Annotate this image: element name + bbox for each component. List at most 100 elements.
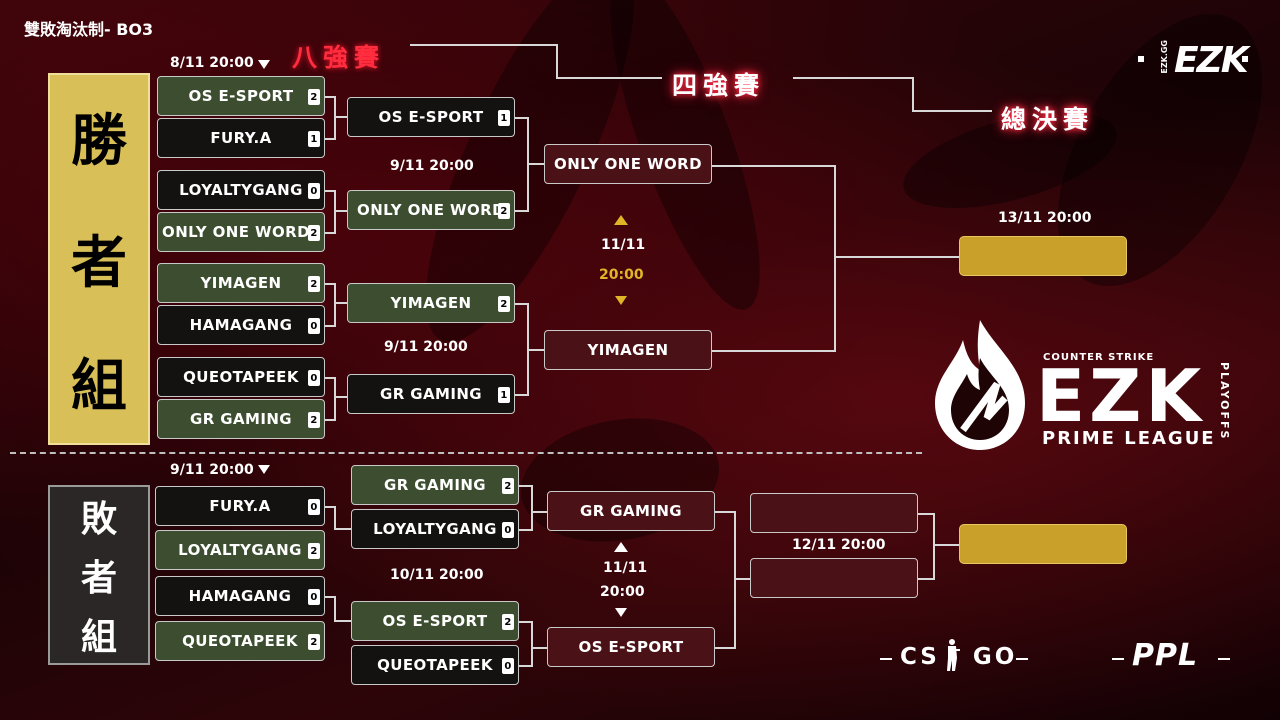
playoffs-label: PLAYOFFS bbox=[1218, 362, 1231, 441]
bracket-connector bbox=[918, 578, 934, 580]
bracket-connector bbox=[334, 396, 347, 398]
team-score: 0 bbox=[308, 183, 320, 199]
team-slot: LOYALTYGANG 0 bbox=[351, 509, 519, 549]
team-score: 2 bbox=[308, 634, 320, 650]
corner-dot-icon bbox=[1138, 56, 1144, 62]
bracket-connector bbox=[334, 596, 336, 621]
dash-icon bbox=[1112, 658, 1124, 660]
match-date: 12/11 20:00 bbox=[792, 537, 886, 553]
bracket-connector bbox=[334, 302, 347, 304]
bracket-connector bbox=[515, 394, 528, 396]
team-slot: HAMAGANG 0 bbox=[157, 305, 325, 345]
dash-icon bbox=[880, 658, 892, 660]
bracket-connector bbox=[834, 165, 836, 352]
bracket-connector bbox=[325, 232, 335, 234]
match-day: 11/11 bbox=[603, 560, 648, 576]
team-name: YIMAGEN bbox=[200, 274, 282, 292]
bracket-connector bbox=[325, 506, 335, 508]
grand-final-slot bbox=[959, 236, 1127, 276]
team-slot: GR GAMING 1 bbox=[347, 374, 515, 414]
team-score: 2 bbox=[308, 412, 320, 428]
bracket-connector bbox=[334, 506, 336, 530]
match-date: 13/11 20:00 bbox=[998, 210, 1092, 226]
stage-connector bbox=[912, 77, 914, 111]
team-score: 2 bbox=[502, 614, 514, 630]
corner-logo: EZK.GG EZK bbox=[1138, 38, 1249, 82]
bracket-connector bbox=[531, 621, 533, 667]
team-slot: YIMAGEN 2 bbox=[157, 263, 325, 303]
csgo-wordmark: CS GO bbox=[900, 644, 1018, 670]
stage-title-four: 四強賽 bbox=[672, 71, 766, 100]
team-slot: QUEOTAPEEK 0 bbox=[157, 357, 325, 397]
bracket-connector bbox=[519, 621, 532, 623]
team-name: GR GAMING bbox=[580, 502, 682, 520]
stage-connector bbox=[410, 44, 558, 46]
team-name: QUEOTAPEEK bbox=[377, 656, 493, 674]
corner-domain: EZK.GG bbox=[1160, 40, 1169, 74]
bracket-connector bbox=[715, 511, 735, 513]
stage-connector bbox=[556, 44, 558, 78]
team-slot: YIMAGEN bbox=[544, 330, 712, 370]
team-name: HAMAGANG bbox=[188, 587, 292, 605]
team-slot: FURY.A 1 bbox=[157, 118, 325, 158]
winners-label-char: 者 bbox=[71, 231, 127, 297]
bracket-connector bbox=[933, 513, 935, 580]
team-name: GR GAMING bbox=[384, 476, 486, 494]
match-date: 9/11 20:00 bbox=[170, 462, 254, 478]
match-time: 20:00 bbox=[600, 584, 645, 600]
match-date: 9/11 20:00 bbox=[390, 158, 474, 174]
stage-connector bbox=[912, 110, 992, 112]
bracket-connector bbox=[515, 210, 528, 212]
match-date: 8/11 20:00 bbox=[170, 55, 254, 71]
losers-final-slot bbox=[750, 558, 918, 598]
team-slot: QUEOTAPEEK 0 bbox=[351, 645, 519, 685]
team-slot: HAMAGANG 0 bbox=[155, 576, 325, 616]
dash-icon bbox=[1016, 658, 1028, 660]
team-slot: OS E-SPORT 2 bbox=[351, 601, 519, 641]
match-time: 20:00 bbox=[599, 267, 644, 283]
team-slot: LOYALTYGANG 2 bbox=[155, 530, 325, 570]
bracket-connector bbox=[918, 513, 934, 515]
bracket-connector bbox=[325, 596, 335, 598]
team-name: HAMAGANG bbox=[189, 316, 293, 334]
team-score: 2 bbox=[308, 225, 320, 241]
losers-final-slot bbox=[750, 493, 918, 533]
bracket-connector bbox=[325, 377, 335, 379]
team-name: LOYALTYGANG bbox=[179, 181, 303, 199]
corner-logo-text: EZK bbox=[1174, 40, 1249, 81]
corner-dot-icon bbox=[1242, 56, 1248, 62]
team-slot: GR GAMING 2 bbox=[351, 465, 519, 505]
team-slot: OS E-SPORT 2 bbox=[157, 76, 325, 116]
bracket-connector bbox=[531, 485, 533, 531]
bracket-connector bbox=[519, 529, 532, 531]
bracket-connector bbox=[334, 116, 347, 118]
stage-title-eight: 八強賽 bbox=[292, 43, 386, 72]
ppl-logo: PPL bbox=[1112, 636, 1232, 676]
team-score: 1 bbox=[308, 131, 320, 147]
bracket-connector bbox=[715, 647, 735, 649]
match-date: 10/11 20:00 bbox=[390, 567, 484, 583]
team-score: 2 bbox=[498, 296, 510, 312]
bracket-connector bbox=[515, 303, 528, 305]
bracket-connector bbox=[325, 283, 335, 285]
losers-label-char: 敗 bbox=[80, 499, 117, 541]
bracket-connector bbox=[515, 117, 528, 119]
counter-strike-label: COUNTER STRIKE bbox=[1043, 352, 1155, 363]
team-slot: ONLY ONE WORD 2 bbox=[347, 190, 515, 230]
stage-connector bbox=[556, 77, 662, 79]
bracket-divider bbox=[10, 452, 922, 454]
team-score: 2 bbox=[498, 203, 510, 219]
team-name: YIMAGEN bbox=[587, 341, 669, 359]
bracket-connector bbox=[834, 256, 960, 258]
team-score: 0 bbox=[502, 522, 514, 538]
bracket-connector bbox=[334, 210, 347, 212]
winners-label-char: 組 bbox=[71, 354, 127, 420]
bracket-connector bbox=[334, 283, 336, 327]
team-slot: ONLY ONE WORD bbox=[544, 144, 712, 184]
team-name: ONLY ONE WORD bbox=[554, 155, 702, 173]
team-name: ONLY ONE WORD bbox=[162, 223, 310, 241]
match-date: 9/11 20:00 bbox=[384, 339, 468, 355]
bracket-connector bbox=[325, 190, 335, 192]
bracket-connector bbox=[734, 578, 750, 580]
team-score: 2 bbox=[308, 276, 320, 292]
